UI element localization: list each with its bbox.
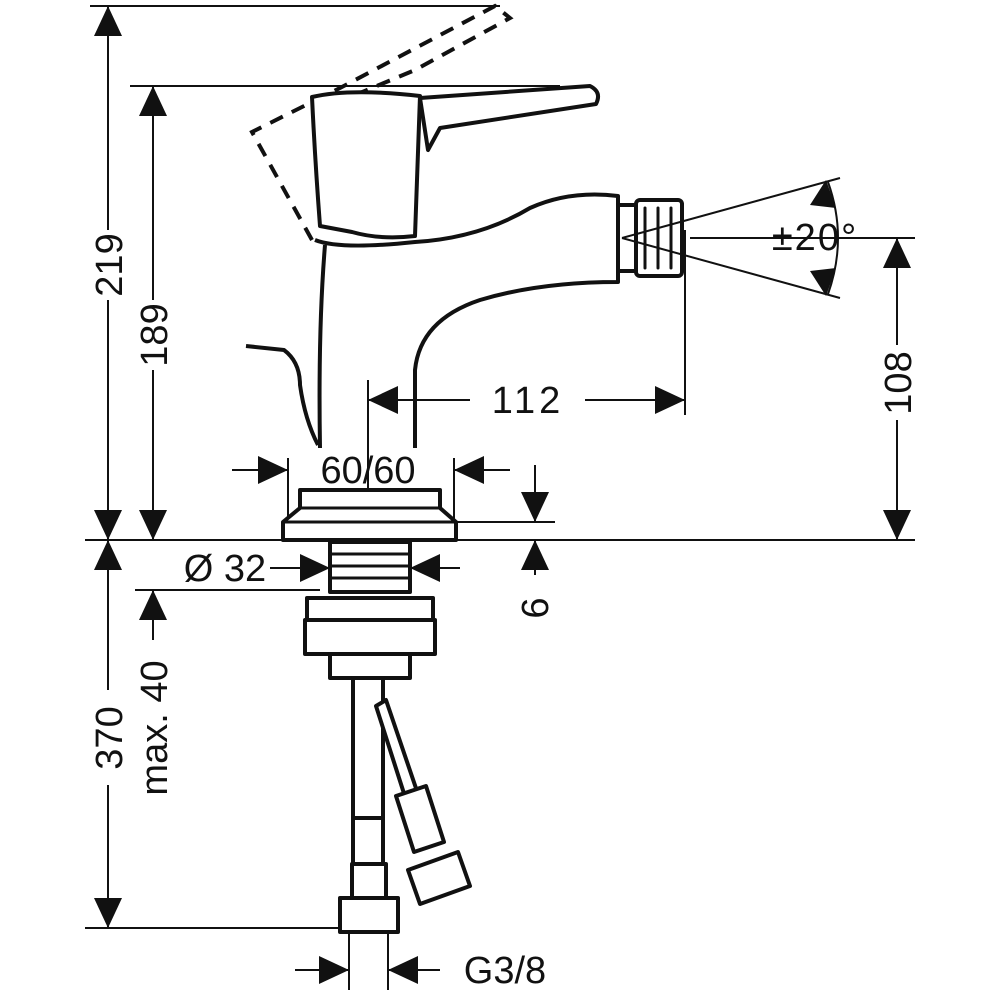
arrow <box>410 554 440 582</box>
mixer-body <box>245 3 684 542</box>
spout <box>314 192 620 448</box>
dim-370: 370 <box>89 706 131 769</box>
arrow <box>94 540 122 570</box>
body-trunk <box>317 244 327 449</box>
arrow <box>94 6 122 36</box>
shank-end <box>328 652 412 680</box>
dim-219: 219 <box>89 233 131 296</box>
arrow <box>300 554 330 582</box>
arrow <box>319 956 349 984</box>
dim-60-60: 60/60 <box>320 450 415 492</box>
arrow <box>94 510 122 540</box>
dim-diameter-32: Ø 32 <box>184 548 266 590</box>
arrow <box>883 510 911 540</box>
hose-nut <box>338 896 400 934</box>
arrow <box>139 510 167 540</box>
dim-189: 189 <box>134 303 176 366</box>
arrow <box>810 268 836 296</box>
dim-g3-8: G3/8 <box>464 950 546 992</box>
supply-hose <box>351 676 385 820</box>
arrow <box>810 180 836 208</box>
hose-nut-angled <box>406 850 472 906</box>
reference-lines <box>85 5 915 990</box>
dim-108: 108 <box>878 351 920 414</box>
dim-6: 6 <box>515 597 557 618</box>
dim-112: 112 <box>492 380 565 422</box>
fixing-plate <box>303 618 437 656</box>
base-plate <box>281 488 458 542</box>
dimension-lines <box>94 6 911 984</box>
handle-open-position <box>249 3 514 241</box>
mounting-assembly <box>303 540 472 934</box>
arrow <box>94 898 122 928</box>
dim-max-40: max. 40 <box>134 660 176 795</box>
lever <box>418 84 600 152</box>
arrow <box>883 238 911 268</box>
dimension-labels: 219 189 108 112 60/60 ±20° Ø 32 6 370 ma… <box>89 217 920 992</box>
arrow <box>368 386 398 414</box>
pop-up-rod <box>245 344 320 446</box>
arrow <box>139 590 167 620</box>
fixing-nut <box>305 596 435 622</box>
arrow <box>258 456 288 484</box>
handle-block <box>310 90 422 240</box>
arrow <box>655 386 685 414</box>
arrow <box>521 492 549 522</box>
hose-crimp-angled <box>394 784 446 854</box>
dim-spray-angle: ±20° <box>772 217 858 259</box>
arrow <box>139 86 167 116</box>
hose-crimp <box>351 816 385 866</box>
arrow <box>388 956 418 984</box>
arrow <box>454 456 484 484</box>
hose-ferrule <box>350 862 388 900</box>
arrow <box>521 540 549 570</box>
